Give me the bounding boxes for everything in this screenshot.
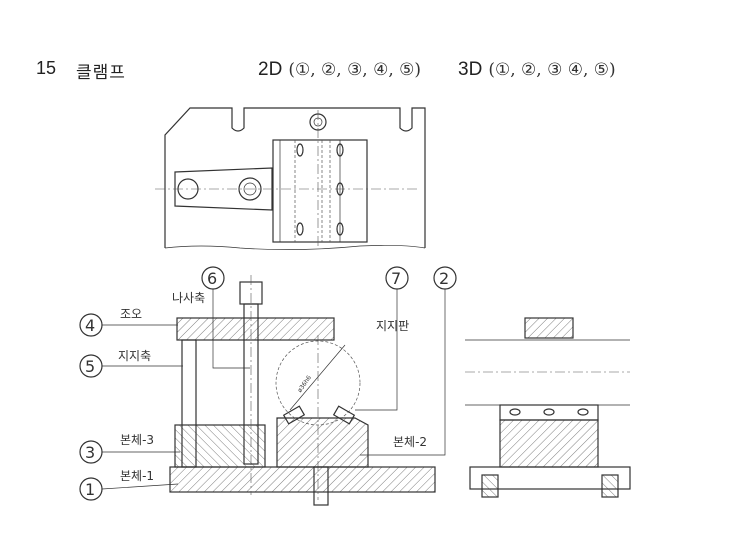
svg-text:1: 1 (85, 480, 95, 499)
svg-text:7: 7 (391, 269, 401, 288)
side-view (465, 317, 631, 498)
callout-6: 6 나사축 (172, 266, 250, 369)
problem-number: 15 (36, 58, 57, 78)
callout-1: 1 본체-1 (79, 469, 179, 501)
svg-text:지지축: 지지축 (118, 349, 151, 363)
top-view (155, 107, 426, 250)
callout-7: 7 지지판 (355, 266, 409, 411)
callout-2: 2 본체-2 (360, 266, 457, 456)
svg-text:본체-2: 본체-2 (393, 435, 427, 449)
callout-4: 4 조오 (79, 307, 178, 337)
svg-text:3: 3 (85, 443, 95, 462)
svg-text:본체-1: 본체-1 (120, 469, 154, 483)
svg-text:4: 4 (85, 316, 95, 335)
svg-text:본체-3: 본체-3 (120, 433, 154, 447)
2d-parts: 2D (①, ②, ③, ④, ⑤) (258, 58, 421, 81)
3d-part-list: (①, ②, ③ ④, ⑤) (488, 60, 616, 80)
problem-title: 클램프 (76, 63, 126, 83)
3d-label: 3D (458, 59, 483, 80)
2d-label: 2D (258, 59, 283, 80)
callout-5: 5 지지축 (79, 349, 183, 378)
svg-text:지지판: 지지판 (376, 319, 409, 333)
svg-text:6: 6 (207, 269, 217, 288)
svg-text:2: 2 (439, 269, 449, 288)
2d-part-list: (①, ②, ③, ④, ⑤) (288, 60, 422, 80)
3d-parts: 3D (①, ②, ③ ④, ⑤) (458, 58, 616, 81)
svg-text:조오: 조오 (120, 307, 142, 321)
front-view: ø36h6 (169, 275, 436, 506)
diameter-dimension: ø36h6 (296, 374, 313, 394)
svg-text:5: 5 (85, 357, 95, 376)
svg-text:나사축: 나사축 (172, 291, 205, 305)
callout-3: 3 본체-3 (79, 433, 180, 464)
